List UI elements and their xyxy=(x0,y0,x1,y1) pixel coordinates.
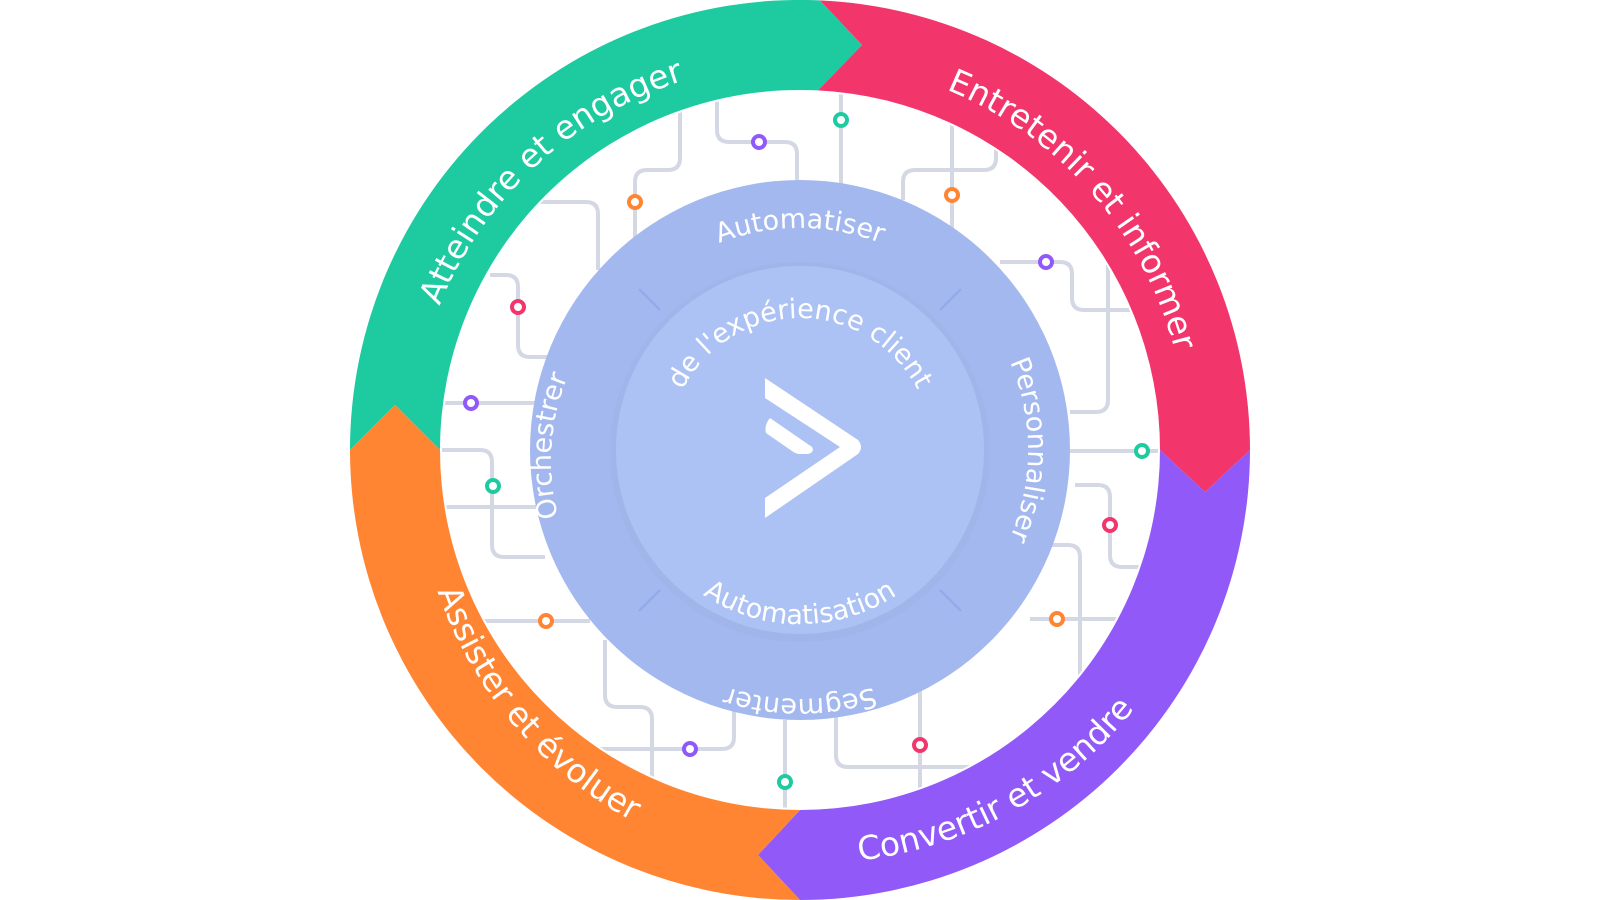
connector-dot xyxy=(463,395,479,411)
connector-dots xyxy=(463,112,1150,790)
connector-dot xyxy=(1038,254,1054,270)
stage-segment-nurture-inform xyxy=(818,0,1250,493)
connector-dot xyxy=(833,112,849,128)
connector-dot xyxy=(1134,443,1150,459)
hub-dividers xyxy=(638,288,962,612)
circuit-line xyxy=(490,273,560,359)
connector-dot xyxy=(1049,611,1065,627)
connector-dot xyxy=(751,134,767,150)
circuit-line xyxy=(1070,230,1110,414)
connector-dot xyxy=(485,478,501,494)
connector-dot xyxy=(627,194,643,210)
connector-dot xyxy=(912,737,928,753)
circuit-line xyxy=(560,700,736,751)
circuit-line xyxy=(1000,260,1140,312)
circuit-line xyxy=(1050,543,1082,700)
hub-divider xyxy=(638,589,661,612)
circuit-line xyxy=(633,92,682,260)
circuit-line xyxy=(834,700,990,769)
circuit-line xyxy=(603,640,654,800)
stage-segment-convert-sell xyxy=(758,450,1250,900)
chevron-logo-icon xyxy=(765,378,861,518)
stage-segment-support-grow xyxy=(350,405,800,900)
hub-divider xyxy=(939,589,962,612)
connector-dot xyxy=(777,774,793,790)
connector-dot xyxy=(510,299,526,315)
stage-ring xyxy=(350,0,1250,900)
circuit-line xyxy=(442,448,545,559)
hub-divider xyxy=(939,288,962,311)
connector-dot xyxy=(538,613,554,629)
circuit-line xyxy=(540,200,600,270)
stage-segment-reach-engage xyxy=(350,0,862,450)
connector-dot xyxy=(944,187,960,203)
connector-dot xyxy=(682,741,698,757)
circuit-line xyxy=(901,140,998,200)
hub-divider xyxy=(638,288,661,311)
connector-dot xyxy=(1102,517,1118,533)
